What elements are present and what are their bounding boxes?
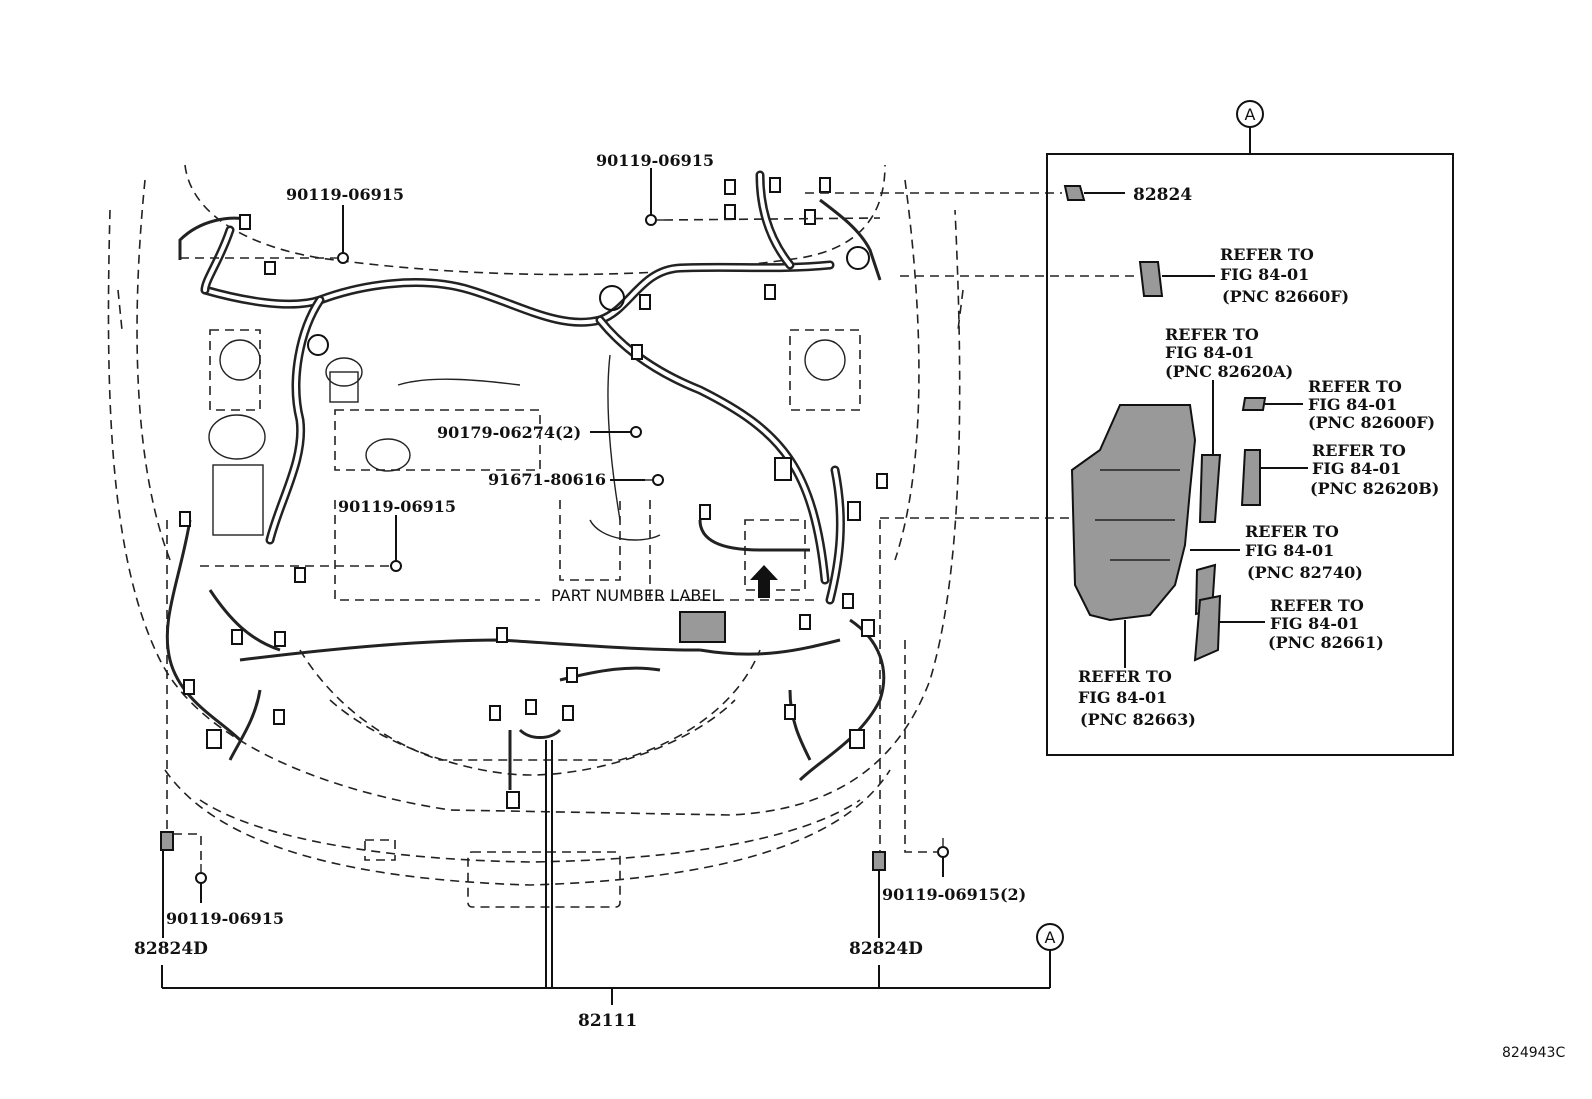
ref-82740: REFER TO FIG 84-01 (PNC 82740) <box>1245 522 1363 582</box>
ref-82661: REFER TO FIG 84-01 (PNC 82661) <box>1268 596 1384 652</box>
svg-text:REFER TO: REFER TO <box>1078 667 1172 686</box>
label-bolt-top-center: 90119-06915 <box>596 151 714 170</box>
ref-82660f: REFER TO FIG 84-01 (PNC 82660F) <box>1220 245 1349 306</box>
leader-lines <box>161 168 1140 1005</box>
svg-text:FIG 84-01: FIG 84-01 <box>1308 395 1397 414</box>
svg-text:REFER TO: REFER TO <box>1165 325 1259 344</box>
grommet-left-icon <box>160 831 174 851</box>
label-part-82824: 82824 <box>1133 185 1192 205</box>
svg-text:FIG 84-01: FIG 84-01 <box>1270 614 1359 633</box>
ref-82620a: REFER TO FIG 84-01 (PNC 82620A) <box>1165 325 1293 381</box>
relay-block-icon <box>1070 404 1197 622</box>
svg-text:FIG 84-01: FIG 84-01 <box>1078 688 1167 707</box>
svg-text:REFER TO: REFER TO <box>1270 596 1364 615</box>
inset-box-a <box>1046 127 1454 756</box>
grommet-right-icon <box>872 851 886 871</box>
svg-text:A: A <box>1045 928 1056 947</box>
wire-harness-82111 <box>165 170 886 790</box>
ref-82600f: REFER TO FIG 84-01 (PNC 82600F) <box>1308 377 1435 432</box>
label-clip-90179: 90179-06274(2) <box>437 423 581 442</box>
part-number-label-arrow <box>744 519 806 598</box>
diagram-id: 824943C <box>1502 1045 1565 1061</box>
svg-text:(PNC 82620A): (PNC 82620A) <box>1165 362 1293 381</box>
label-bolt-center-left: 90119-06915 <box>338 497 456 516</box>
svg-text:FIG 84-01: FIG 84-01 <box>1312 459 1401 478</box>
clip-90179-icon <box>630 426 642 438</box>
engine-components <box>208 354 661 541</box>
label-bolt-top-left: 90119-06915 <box>286 185 404 204</box>
bolt-91671-icon <box>645 474 664 486</box>
bolt-bottom-left-icon <box>195 864 207 884</box>
svg-text:FIG 84-01: FIG 84-01 <box>1245 541 1334 560</box>
svg-text:FIG 84-01: FIG 84-01 <box>1165 343 1254 362</box>
label-bolt-91671: 91671-80616 <box>488 470 606 489</box>
svg-text:REFER TO: REFER TO <box>1308 377 1402 396</box>
bolt-top-center-icon <box>645 214 664 226</box>
svg-text:(PNC 82661): (PNC 82661) <box>1268 633 1384 652</box>
svg-text:(PNC 82663): (PNC 82663) <box>1080 710 1196 729</box>
svg-text:A: A <box>1245 105 1256 124</box>
label-bolt-bottom-left: 90119-06915 <box>166 909 284 928</box>
svg-text:(PNC 82620B): (PNC 82620B) <box>1310 479 1439 498</box>
svg-text:REFER TO: REFER TO <box>1245 522 1339 541</box>
svg-text:REFER TO: REFER TO <box>1312 441 1406 460</box>
bolt-bottom-right-icon <box>937 838 949 858</box>
bolt-center-left-icon <box>390 560 402 572</box>
vehicle-body-outline <box>107 164 964 908</box>
label-grommet-left: 82824D <box>134 939 208 959</box>
bolt-top-left-icon <box>330 252 349 264</box>
label-grommet-right: 82824D <box>849 939 923 959</box>
svg-text:(PNC 82600F): (PNC 82600F) <box>1308 413 1435 432</box>
label-bolt-bottom-right: 90119-06915(2) <box>882 885 1026 904</box>
harness-connectors <box>179 177 888 809</box>
svg-text:(PNC 82660F): (PNC 82660F) <box>1222 287 1349 306</box>
label-part-number-label: PART NUMBER LABEL <box>551 586 720 605</box>
callout-a-top: A <box>1236 100 1264 128</box>
label-main-harness: 82111 <box>578 1011 637 1031</box>
svg-text:FIG 84-01: FIG 84-01 <box>1220 265 1309 284</box>
ref-82663: REFER TO FIG 84-01 (PNC 82663) <box>1078 667 1196 729</box>
svg-text:REFER TO: REFER TO <box>1220 245 1314 264</box>
callout-a-bottom: A <box>1036 923 1064 951</box>
ref-82620b: REFER TO FIG 84-01 (PNC 82620B) <box>1310 441 1439 498</box>
svg-text:(PNC 82740): (PNC 82740) <box>1247 563 1363 582</box>
